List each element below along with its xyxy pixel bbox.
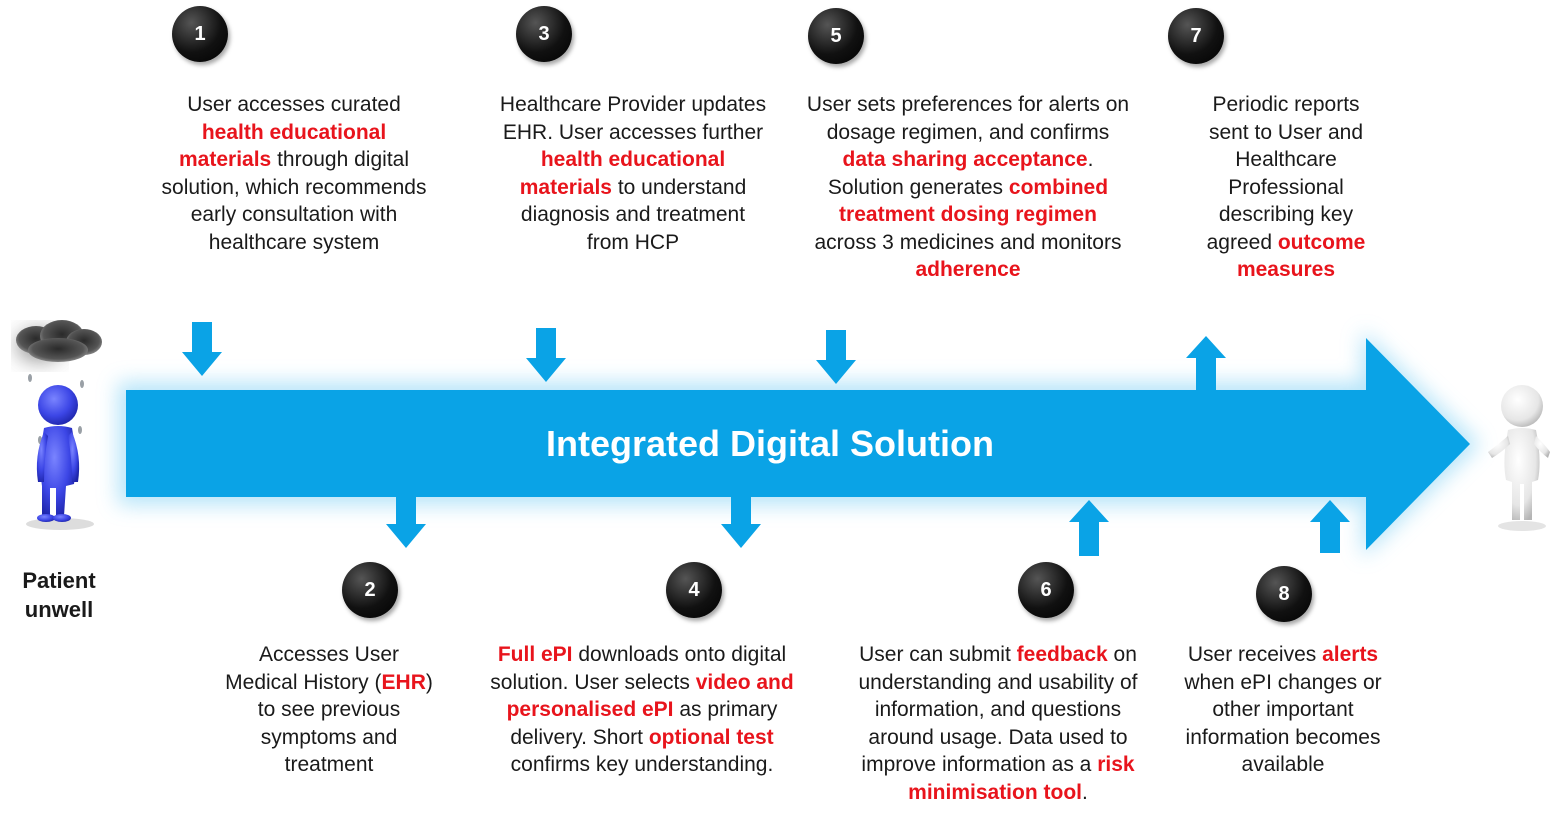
solution-title: Integrated Digital Solution (546, 423, 994, 464)
step-badge-7: 7 (1168, 8, 1224, 64)
highlight-text: EHR (381, 670, 426, 694)
step-text-3: Healthcare Provider updates EHR. User ac… (498, 91, 768, 256)
step-text-segment: User sets preferences for alerts on dosa… (806, 93, 1130, 144)
step-text-segment: confirms key understanding. (510, 753, 774, 776)
step-text-segment: ) to see previous symptoms and treatment (257, 670, 433, 777)
step-text-segment: downloads onto digital solution. User se… (490, 643, 787, 694)
step-text-segment: on understanding and usability of inform… (858, 643, 1138, 776)
highlight-text: health educational materials (519, 148, 726, 199)
highlight-text: risk minimisation tool (908, 753, 1135, 804)
step-badge-5: 5 (808, 8, 864, 64)
highlight-text: video and personalised ePI (506, 670, 794, 722)
unwell-patient-figure-icon (26, 385, 94, 530)
down-arrow-icon (816, 330, 856, 384)
step-text-segment: when ePI changes or other important info… (1184, 670, 1382, 777)
step-text-2: Accesses User Medical History (EHR) to s… (222, 641, 436, 779)
highlight-text: health educational (201, 120, 387, 144)
step-text-segment: User receives (1187, 643, 1323, 666)
step-text-5: User sets preferences for alerts on dosa… (806, 91, 1130, 284)
step-badge-4: 4 (666, 562, 722, 618)
step-text-segment: Periodic reports sent to User and Health… (1206, 93, 1364, 254)
step-text-segment: through digital solution, which recommen… (161, 148, 427, 254)
storm-cloud-icon (16, 320, 102, 444)
step-text-segment: as primary delivery. Short (510, 698, 778, 749)
step-text-4: Full ePI downloads onto digital solution… (486, 641, 798, 779)
up-arrow-icon (1310, 500, 1350, 553)
main-arrow (126, 338, 1470, 550)
step-badge-3: 3 (516, 6, 572, 62)
up-arrow-icon (1186, 336, 1226, 390)
step-badge-1: 1 (172, 6, 228, 62)
step-text-8: User receives alerts when ePI changes or… (1170, 641, 1396, 779)
step-text-segment: . (1082, 780, 1088, 804)
step-text-segment: User can submit (859, 643, 1017, 666)
step-badge-8: 8 (1256, 566, 1312, 622)
highlight-text: optional test (648, 725, 774, 749)
healthy-figure-icon (1488, 385, 1550, 531)
highlight-text: alerts (1322, 643, 1379, 666)
highlight-text: feedback (1016, 643, 1108, 666)
down-arrow-icon (386, 497, 426, 548)
step-text-segment: User accesses curated (187, 93, 401, 116)
step-text-1: User accesses curated health educational… (158, 91, 430, 256)
highlight-text: outcome measures (1236, 230, 1366, 282)
step-text-6: User can submit feedback on understandin… (850, 641, 1146, 806)
down-arrow-icon (182, 322, 222, 376)
highlight-text: materials (179, 148, 272, 171)
up-arrow-icon (1069, 500, 1109, 556)
step-text-segment: to understand diagnosis and treatment fr… (520, 175, 747, 254)
highlight-text: adherence (915, 258, 1021, 281)
highlight-text: Full ePI (497, 643, 573, 666)
down-arrow-icon (526, 328, 566, 382)
step-text-segment: Healthcare Provider updates EHR. User ac… (499, 93, 767, 144)
patient-label-line: Patient (22, 568, 96, 593)
step-text-segment: across 3 medicines and monitors (814, 230, 1122, 254)
highlight-text: combined treatment dosing regimen (839, 175, 1109, 227)
highlight-text: data sharing acceptance (842, 148, 1088, 171)
step-text-7: Periodic reports sent to User and Health… (1190, 91, 1382, 284)
step-text-segment: . Solution generates (827, 148, 1094, 199)
patient-label-line: unwell (24, 597, 94, 622)
step-badge-6: 6 (1018, 562, 1074, 618)
patient-label: Patient unwell (0, 566, 118, 624)
step-text-segment: Accesses User Medical History ( (225, 643, 400, 694)
step-badge-2: 2 (342, 562, 398, 618)
down-arrow-icon (721, 497, 761, 548)
